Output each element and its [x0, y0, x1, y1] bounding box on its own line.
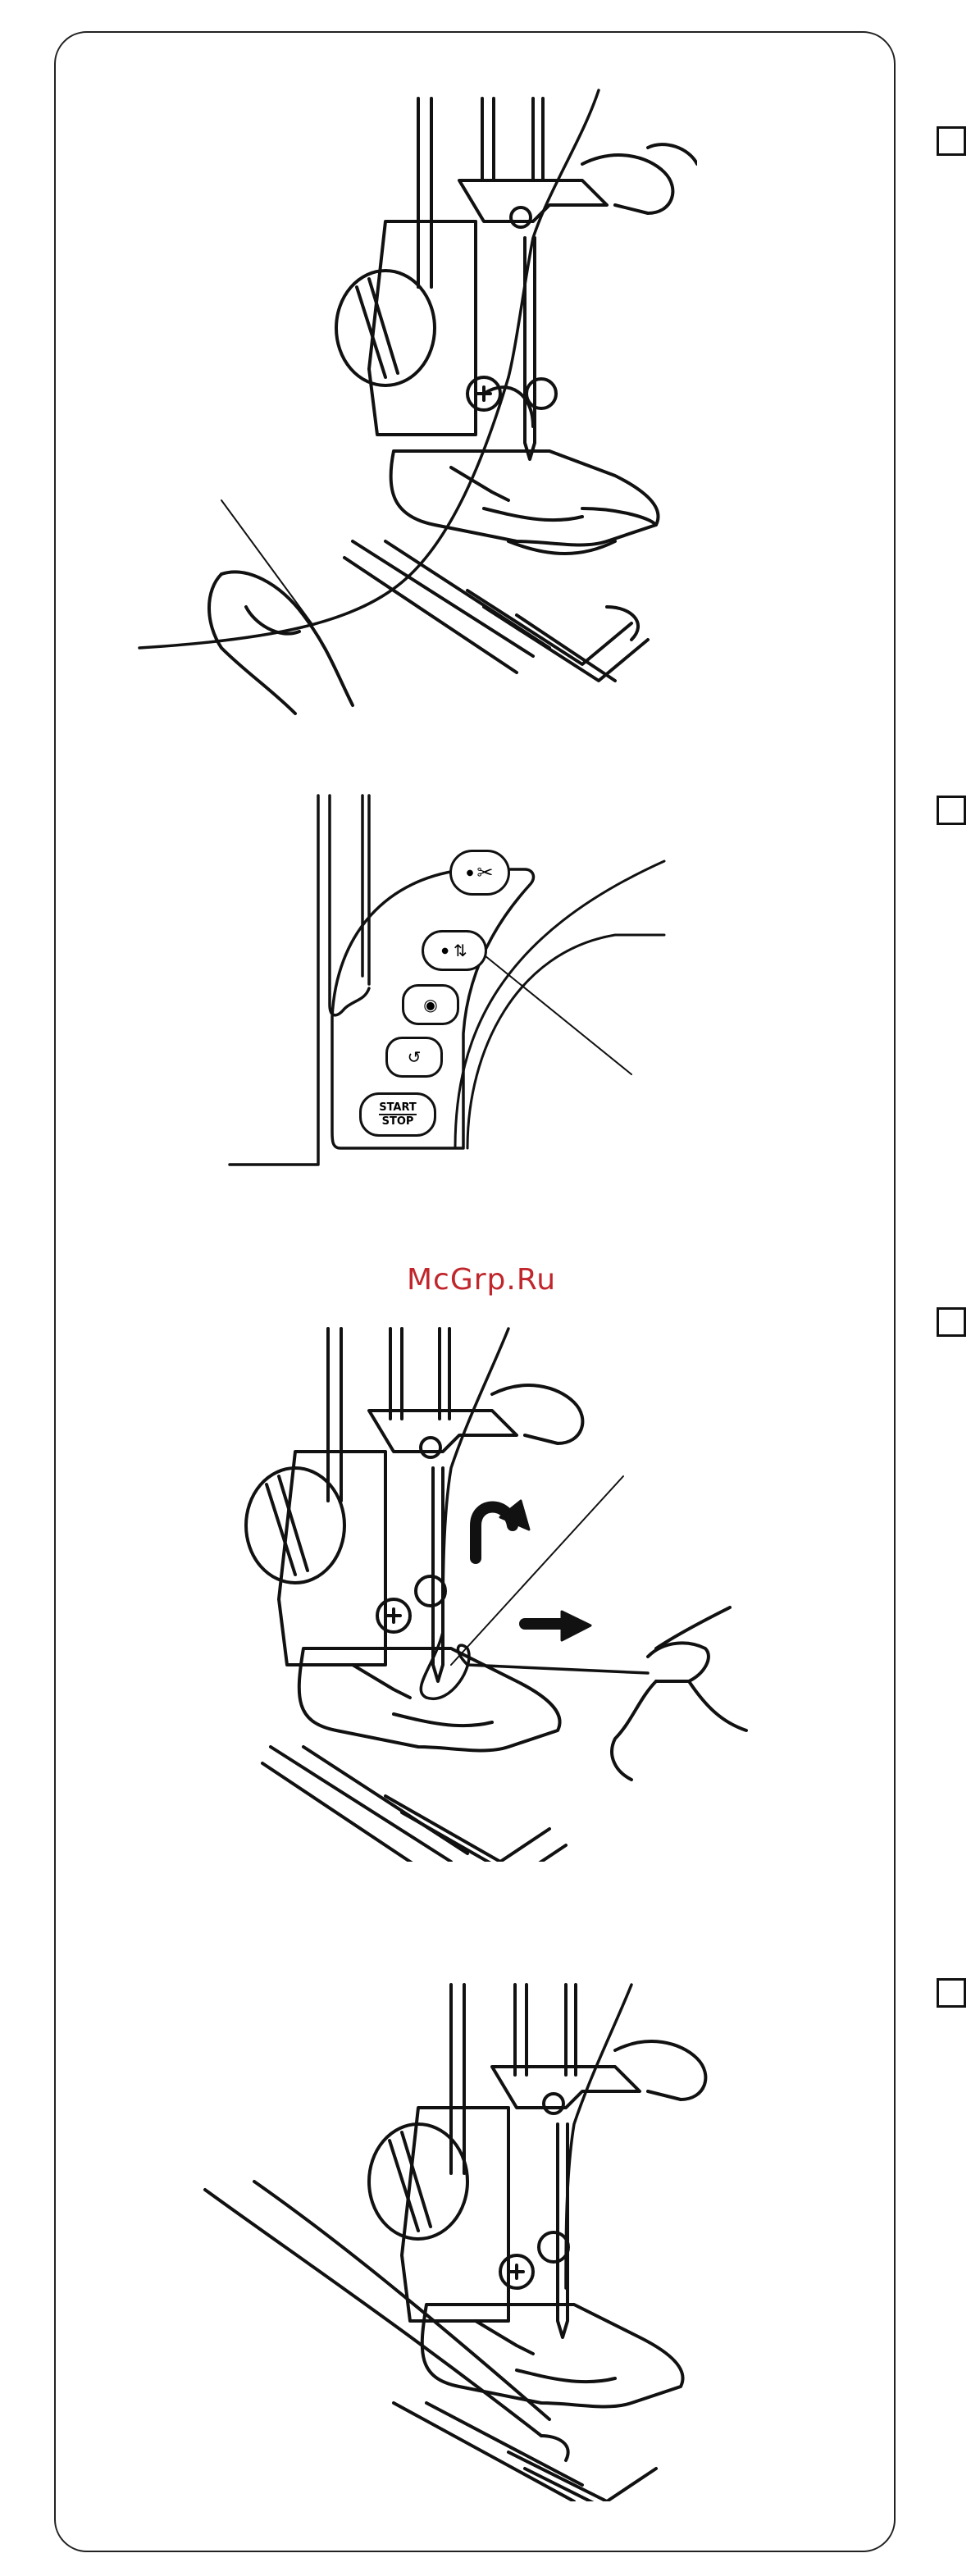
start-stop-button[interactable]: START STOP — [359, 1092, 436, 1137]
illustration-control-panel — [221, 787, 713, 1181]
illustration-sew-fabric — [197, 1976, 722, 2501]
thread-cutter-button[interactable]: ● ✂ — [449, 850, 510, 896]
reverse-icon: ↺ — [408, 1047, 422, 1067]
reverse-button[interactable]: ↺ — [385, 1037, 443, 1078]
step-1-checkbox[interactable] — [937, 126, 966, 156]
step-3-checkbox[interactable] — [937, 1307, 966, 1337]
lock-stitch-icon: ◉ — [423, 995, 437, 1014]
step-2-checkbox[interactable] — [937, 796, 966, 825]
watermark: McGrp.Ru — [407, 1263, 556, 1297]
scissors-icon: ✂ — [476, 861, 493, 884]
needle-up-down-icon: ⇅ — [454, 941, 467, 960]
indicator-dot-icon: ● — [467, 869, 474, 878]
illustration-pull-thread — [221, 1320, 771, 1862]
illustration-hold-thread — [123, 82, 697, 722]
needle-up-down-button[interactable]: ● ⇅ — [422, 930, 487, 971]
lock-stitch-button[interactable]: ◉ — [402, 984, 459, 1025]
stop-label: STOP — [382, 1115, 414, 1128]
start-label: START — [379, 1101, 417, 1115]
indicator-dot-icon: ● — [441, 946, 449, 955]
step-4-checkbox[interactable] — [937, 1978, 966, 2008]
